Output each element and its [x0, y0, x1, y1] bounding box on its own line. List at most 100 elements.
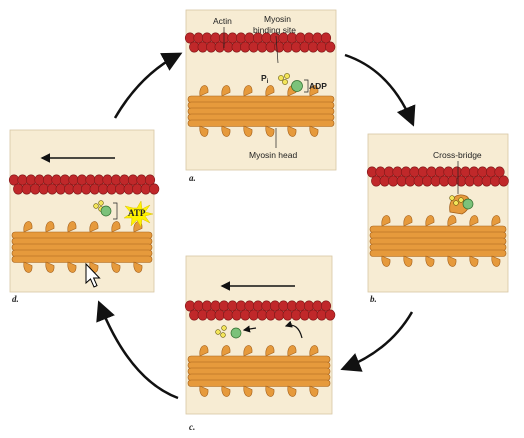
callout-adp: ADP [309, 81, 327, 91]
actin-subunit [21, 183, 32, 195]
phosphate-icon [449, 195, 464, 206]
actin-subunit [72, 183, 83, 195]
myosin-head [243, 125, 253, 137]
actin-filament [184, 300, 336, 321]
actin-subunit [257, 309, 268, 321]
phosphate-icon [278, 73, 290, 85]
myosin-head [111, 221, 121, 233]
myosin-filament [11, 221, 153, 273]
actin-subunit [231, 309, 242, 321]
phosphate-icon [215, 325, 227, 338]
myosin-filament [369, 215, 507, 267]
myosin-head [309, 125, 319, 137]
actin-subunit [149, 183, 160, 195]
actin-subunit [248, 309, 259, 321]
actin-subunit [481, 175, 492, 187]
actin-subunit [189, 41, 200, 53]
myosin-head [221, 385, 231, 397]
myosin-tail [187, 367, 331, 375]
actin-subunit [405, 175, 416, 187]
myosin-head [45, 221, 55, 233]
actin-subunit [206, 309, 217, 321]
actin-filament [366, 166, 509, 187]
actin-subunit [197, 309, 208, 321]
panel-label-a: a. [189, 173, 196, 183]
myosin-head [491, 215, 501, 227]
myosin-head [287, 125, 297, 137]
actin-subunit [299, 309, 310, 321]
myosin-tail [187, 361, 331, 369]
actin-subunit [308, 41, 319, 53]
myosin-head [403, 255, 413, 267]
actin-subunit [282, 41, 293, 53]
power-stroke-arrow [284, 320, 303, 339]
actin-subunit [140, 183, 151, 195]
myosin-tail [369, 231, 507, 239]
cross-bridge-head [449, 194, 470, 215]
myosin-head [221, 125, 231, 137]
callout-myosin-binding-site-line2: binding site [253, 25, 296, 35]
actin-subunit [106, 183, 117, 195]
callout-actin: Actin [213, 16, 232, 26]
actin-subunit [320, 300, 332, 312]
myosin-head [265, 345, 275, 357]
actin-subunit [325, 309, 336, 321]
myosin-tail [187, 113, 335, 121]
myosin-tail [369, 243, 507, 251]
actin-subunit [299, 41, 310, 53]
adp-icon [100, 205, 112, 217]
actin-subunit [123, 183, 134, 195]
myosin-tail [187, 107, 335, 115]
myosin-filament [187, 345, 331, 397]
actin-subunit [257, 41, 268, 53]
actin-subunit [371, 175, 382, 187]
myosin-tail [187, 95, 335, 103]
myosin-head [199, 385, 209, 397]
actin-subunit [316, 309, 327, 321]
myosin-tail [11, 243, 153, 251]
myosin-head [309, 345, 319, 357]
panel-c: c. [184, 255, 336, 432]
actin-subunit [316, 41, 327, 53]
atp-burst-icon [123, 200, 154, 228]
myosin-tail [187, 101, 335, 109]
myosin-head [243, 85, 253, 97]
panel-label-b: b. [370, 294, 377, 304]
actin-subunit [274, 309, 285, 321]
myosin-head [287, 345, 297, 357]
cycle-arrow-a-to-b [344, 53, 416, 127]
actin-subunit [320, 32, 332, 44]
myosin-head [447, 255, 457, 267]
myosin-head [265, 85, 275, 97]
actin-subunit [38, 183, 49, 195]
myosin-head [425, 255, 435, 267]
myosin-head [309, 385, 319, 397]
actin-subunit [379, 175, 390, 187]
actin-subunit [464, 175, 475, 187]
actin-subunit [81, 183, 92, 195]
myosin-head [111, 261, 121, 273]
panel-label-c: c. [189, 422, 195, 432]
cycle-arrows [96, 52, 416, 400]
myosin-head [45, 261, 55, 273]
callout-atp: ATP [128, 208, 146, 218]
actin-subunit [439, 175, 450, 187]
myosin-head [221, 345, 231, 357]
myosin-head [265, 125, 275, 137]
actin-subunit [206, 41, 217, 53]
actin-subunit [13, 183, 24, 195]
myosin-tail [187, 355, 331, 363]
myosin-head [243, 345, 253, 357]
myosin-head [67, 221, 77, 233]
cycle-arrow-b-to-c [340, 311, 414, 372]
actin-subunit [30, 183, 41, 195]
actin-subunit [189, 309, 200, 321]
panel-a: Actin Myosin binding site Pi ADP Myosin … [184, 9, 337, 183]
actin-subunit [64, 183, 75, 195]
myosin-tail [369, 237, 507, 245]
myosin-head [67, 261, 77, 273]
myosin-head [265, 385, 275, 397]
actin-subunit [291, 41, 302, 53]
actin-subunit [274, 41, 285, 53]
myosin-head [199, 125, 209, 137]
